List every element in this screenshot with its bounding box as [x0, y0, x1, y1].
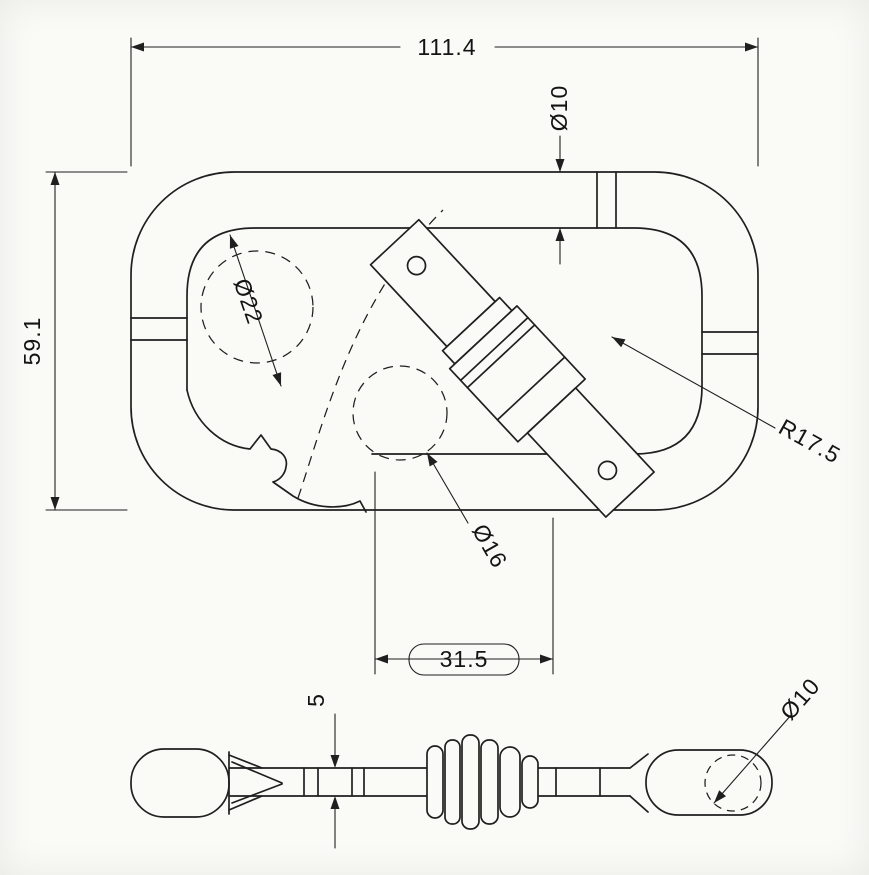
side-sleeve-rings: [426, 734, 539, 830]
dim-overall-width: 111.4: [130, 34, 759, 167]
dim-label-web-thickness: 5: [303, 693, 329, 707]
dim-end-bar-diameter: Ø10: [713, 673, 825, 804]
dim-label-gate-root: Ø16: [467, 519, 513, 572]
gate-lower-arm: [526, 387, 655, 518]
dim-label-gate-opening: 31.5: [440, 646, 489, 672]
dim-label-bar-diameter: Ø10: [546, 85, 572, 131]
carabiner-inner-contour: [186, 227, 703, 455]
side-fork-notch: [228, 754, 283, 811]
sleeve-groove: [496, 356, 566, 421]
carabiner-outer-contour: [130, 171, 759, 511]
dim-label-end-bar-diameter: Ø10: [775, 673, 825, 725]
side-left-lobe: [130, 748, 230, 818]
gate-root-circle-dashed: [352, 365, 448, 461]
bar-segment-ticks: [130, 171, 759, 355]
front-view: 111.4 59.1 Ø10 Ø22: [19, 34, 846, 676]
sleeve-groove: [459, 316, 529, 382]
dim-gate-opening: 31.5: [374, 471, 554, 676]
side-right-lobe: [645, 749, 773, 816]
gate-rivet-hole-lower: [597, 460, 618, 481]
dim-label-overall-height: 59.1: [19, 317, 45, 366]
dim-balloon: [408, 643, 520, 676]
side-right-flare: [629, 753, 649, 813]
sleeve-groove: [466, 324, 536, 389]
dim-bar-diameter: Ø10: [546, 85, 572, 265]
gate-rivet-hole-upper: [406, 255, 427, 276]
dim-overall-height: 59.1: [19, 171, 128, 511]
dim-end-radius: R17.5: [611, 336, 846, 469]
side-end-circle-dashed: [704, 754, 762, 812]
dim-label-spine-circle: Ø22: [229, 275, 269, 327]
dim-label-end-radius: R17.5: [775, 414, 846, 469]
latch-nose-profile: [186, 389, 367, 513]
side-web-bars: [228, 767, 631, 797]
spine-circle-dashed: [200, 250, 314, 364]
side-view: 5 Ø10: [130, 673, 825, 849]
gate-assembly: [369, 218, 655, 518]
dim-gate-root: Ø16: [426, 452, 513, 573]
dim-label-overall-width: 111.4: [417, 34, 476, 60]
dim-web-thickness: 5: [303, 693, 340, 849]
